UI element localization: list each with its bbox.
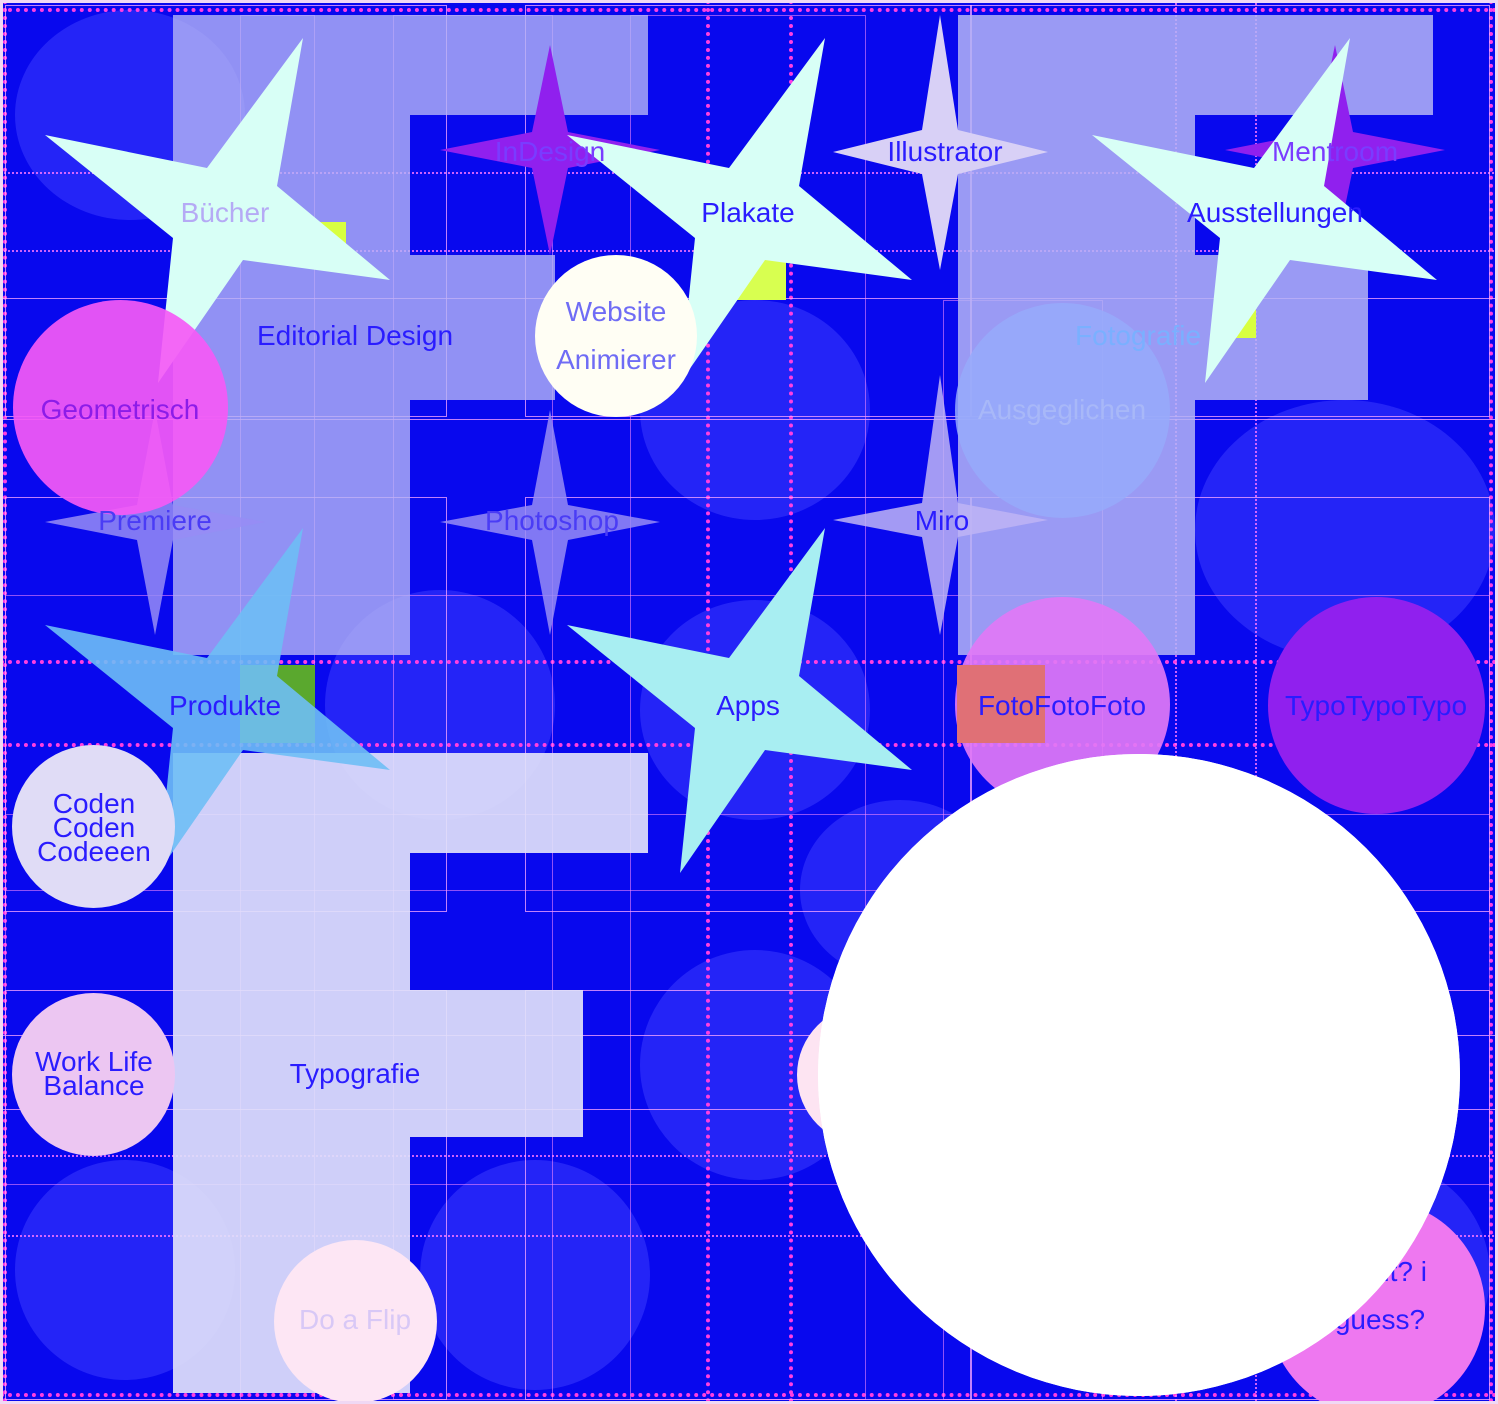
label-ausstellungen: Ausstellungen [1187, 197, 1363, 228]
label-fotofotofoto: FotoFotoFoto [977, 690, 1147, 721]
ausgeglichen-circle [955, 303, 1170, 518]
grid-column [630, 15, 866, 1400]
label-buecher: Bücher [180, 197, 270, 228]
sparkle-star-icon [833, 375, 1048, 635]
sparkle-star-icon [833, 15, 1048, 270]
sparkle-star-icon [1225, 45, 1445, 255]
sparkle-star-icon [440, 410, 660, 635]
grid-band [5, 890, 1490, 1185]
worklife-circle [12, 993, 175, 1156]
letter-f-top [173, 753, 648, 853]
label-premiere: Premiere [98, 505, 212, 536]
label-coden: Coden Coden Codeeen [37, 788, 151, 867]
letter-f-top [173, 15, 648, 115]
label-website-animierer: Website Animierer [556, 296, 676, 375]
label-typotypotypo: TypoTypoTypo [1284, 690, 1468, 721]
label-indesign: InDesign [494, 136, 606, 167]
big-white-circle-overlay [818, 754, 1460, 1396]
grid-band [5, 595, 1490, 815]
label-illustrator: Illustrator [887, 136, 1003, 167]
dotted-line [1255, 0, 1257, 1404]
label-fotografie: Fotografie [1074, 320, 1202, 351]
dotted-line [0, 1393, 1498, 1397]
label-apps: Apps [716, 690, 780, 721]
label-photoshop: Photoshop [485, 505, 619, 536]
accent-square [957, 665, 1045, 743]
letter-f-bar [410, 990, 583, 1137]
dotted-line [0, 1155, 1498, 1157]
dotted-line [0, 8, 1498, 12]
label-plakate: Plakate [701, 197, 795, 228]
dotted-line [1175, 0, 1177, 1404]
label-ausgeglichen: Ausgeglichen [977, 394, 1147, 425]
label-mentroom: Mentroom [1271, 136, 1399, 167]
background-circle [420, 1160, 650, 1390]
pinwheel-star-icon [45, 528, 395, 873]
pinwheel-star-icon [1092, 38, 1442, 383]
pinwheel-star-icon [567, 528, 917, 873]
do-a-flip-circle [274, 1240, 437, 1403]
pinwheel-star-icon [567, 38, 917, 383]
typotypotypo-circle [1268, 597, 1485, 814]
letter-f-bar [410, 255, 555, 400]
dotted-line [0, 1235, 1498, 1237]
label-typografie: Typografie [289, 1058, 421, 1089]
dotted-line [1489, 0, 1493, 1404]
label-miro: Miro [914, 505, 970, 536]
geometrisch-circle [13, 300, 228, 515]
label-do-a-flip: Do a Flip [298, 1304, 412, 1335]
pinwheel-star-icon [45, 38, 395, 383]
label-produkte: Produkte [168, 690, 282, 721]
label-geometrisch: Geometrisch [40, 394, 200, 425]
coden-circle [12, 745, 175, 908]
letter-f-top [958, 15, 1433, 115]
sparkle-star-icon [440, 45, 660, 255]
sparkle-star-icon [45, 410, 265, 635]
label-work-life-balance: Work Life Balance [35, 1046, 153, 1101]
label-editorial-design: Editorial Design [256, 320, 454, 351]
website-circle [535, 255, 697, 417]
